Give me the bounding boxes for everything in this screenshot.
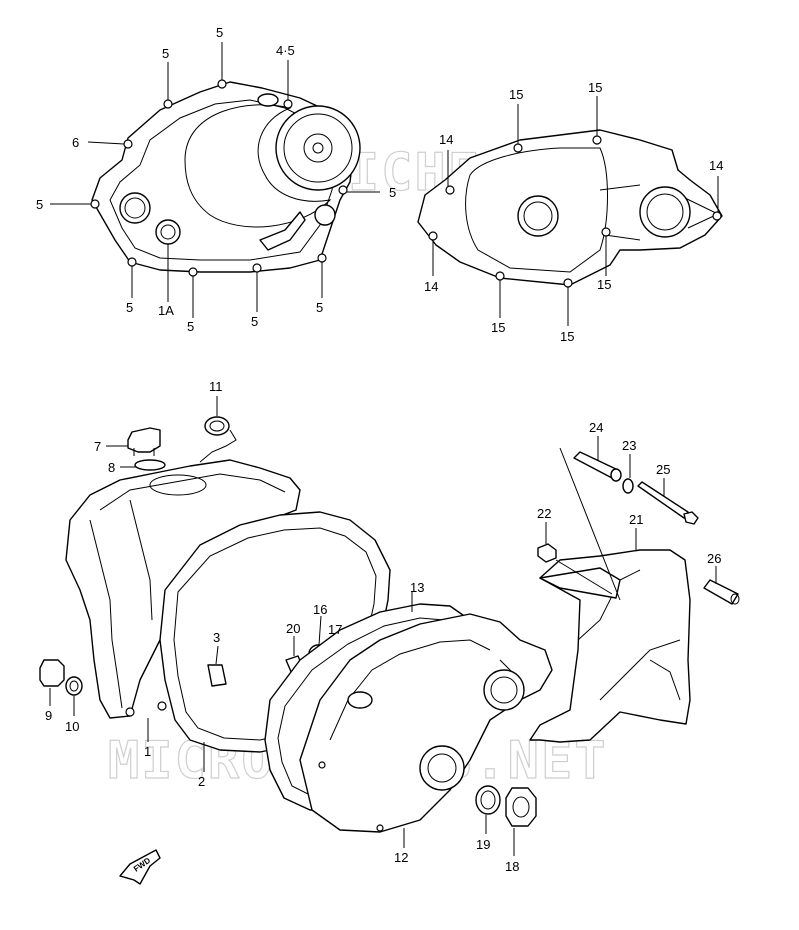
magneto-cover-12 bbox=[299, 613, 553, 848]
bolt-25 bbox=[637, 478, 699, 525]
callout-c7: 5 bbox=[126, 300, 133, 315]
callout-c19: 15 bbox=[560, 329, 574, 344]
callout-c37: 2 bbox=[198, 774, 205, 789]
callout-c40: 12 bbox=[394, 850, 408, 865]
callout-c39: 18 bbox=[505, 859, 519, 874]
callout-c15: 14 bbox=[709, 158, 723, 173]
callout-c34: 9 bbox=[45, 708, 52, 723]
leader-bolt-path bbox=[559, 447, 621, 601]
callout-c26: 22 bbox=[537, 506, 551, 521]
magneto-cover-outer bbox=[417, 129, 723, 288]
callout-c33: 17 bbox=[328, 622, 342, 637]
callout-c9: 5 bbox=[187, 319, 194, 334]
o-ring-19 bbox=[475, 785, 501, 834]
spacer-24 bbox=[573, 436, 622, 482]
chain-cover-21 bbox=[529, 528, 691, 743]
plug-18 bbox=[505, 787, 537, 856]
callout-c22: 8 bbox=[108, 460, 115, 475]
callout-c21: 7 bbox=[94, 439, 101, 454]
clutch-cover-outer bbox=[90, 79, 361, 277]
plug-9 bbox=[39, 659, 65, 706]
callout-c5: 5 bbox=[36, 197, 43, 212]
callout-c28: 26 bbox=[707, 551, 721, 566]
filler-cap-7 bbox=[106, 427, 161, 456]
callout-c3: 4·5 bbox=[276, 43, 295, 58]
washer-23 bbox=[622, 454, 634, 494]
callout-c25: 25 bbox=[656, 462, 670, 477]
washer-10 bbox=[65, 676, 83, 716]
callout-c14: 14 bbox=[439, 132, 453, 147]
spacer-26 bbox=[703, 566, 740, 605]
callout-c12: 15 bbox=[509, 87, 523, 102]
callout-c11: 5 bbox=[316, 300, 323, 315]
callout-c32: 20 bbox=[286, 621, 300, 636]
callout-c36: 1 bbox=[144, 744, 151, 759]
top-left-leaders bbox=[50, 42, 380, 318]
callout-c29: 13 bbox=[410, 580, 424, 595]
callout-c35: 10 bbox=[65, 719, 79, 734]
o-ring-8 bbox=[120, 459, 166, 471]
callout-c30: 16 bbox=[313, 602, 327, 617]
callout-c17: 15 bbox=[597, 277, 611, 292]
callout-c16: 14 bbox=[424, 279, 438, 294]
top-right-leaders bbox=[432, 96, 719, 326]
callout-c1: 5 bbox=[216, 25, 223, 40]
callout-c20: 11 bbox=[209, 379, 223, 394]
callout-c18: 15 bbox=[491, 320, 505, 335]
callout-c4: 6 bbox=[72, 135, 79, 150]
callout-c23: 24 bbox=[589, 420, 603, 435]
fwd-arrow-icon: FWD bbox=[119, 849, 161, 885]
callout-c13: 15 bbox=[588, 80, 602, 95]
callout-c31: 3 bbox=[213, 630, 220, 645]
callout-c38: 19 bbox=[476, 837, 490, 852]
nut-22 bbox=[537, 522, 613, 595]
callout-c2: 5 bbox=[162, 46, 169, 61]
callout-c27: 21 bbox=[629, 512, 643, 527]
callout-c24: 23 bbox=[622, 438, 636, 453]
oil-seal-11 bbox=[199, 396, 237, 463]
callout-c8: 1A bbox=[158, 303, 174, 318]
callout-labels: 5 5 4·5 6 5 5 5 1A 5 5 5 15 15 14 14 14 … bbox=[36, 25, 723, 874]
callout-c6: 5 bbox=[389, 185, 396, 200]
callout-c10: 5 bbox=[251, 314, 258, 329]
